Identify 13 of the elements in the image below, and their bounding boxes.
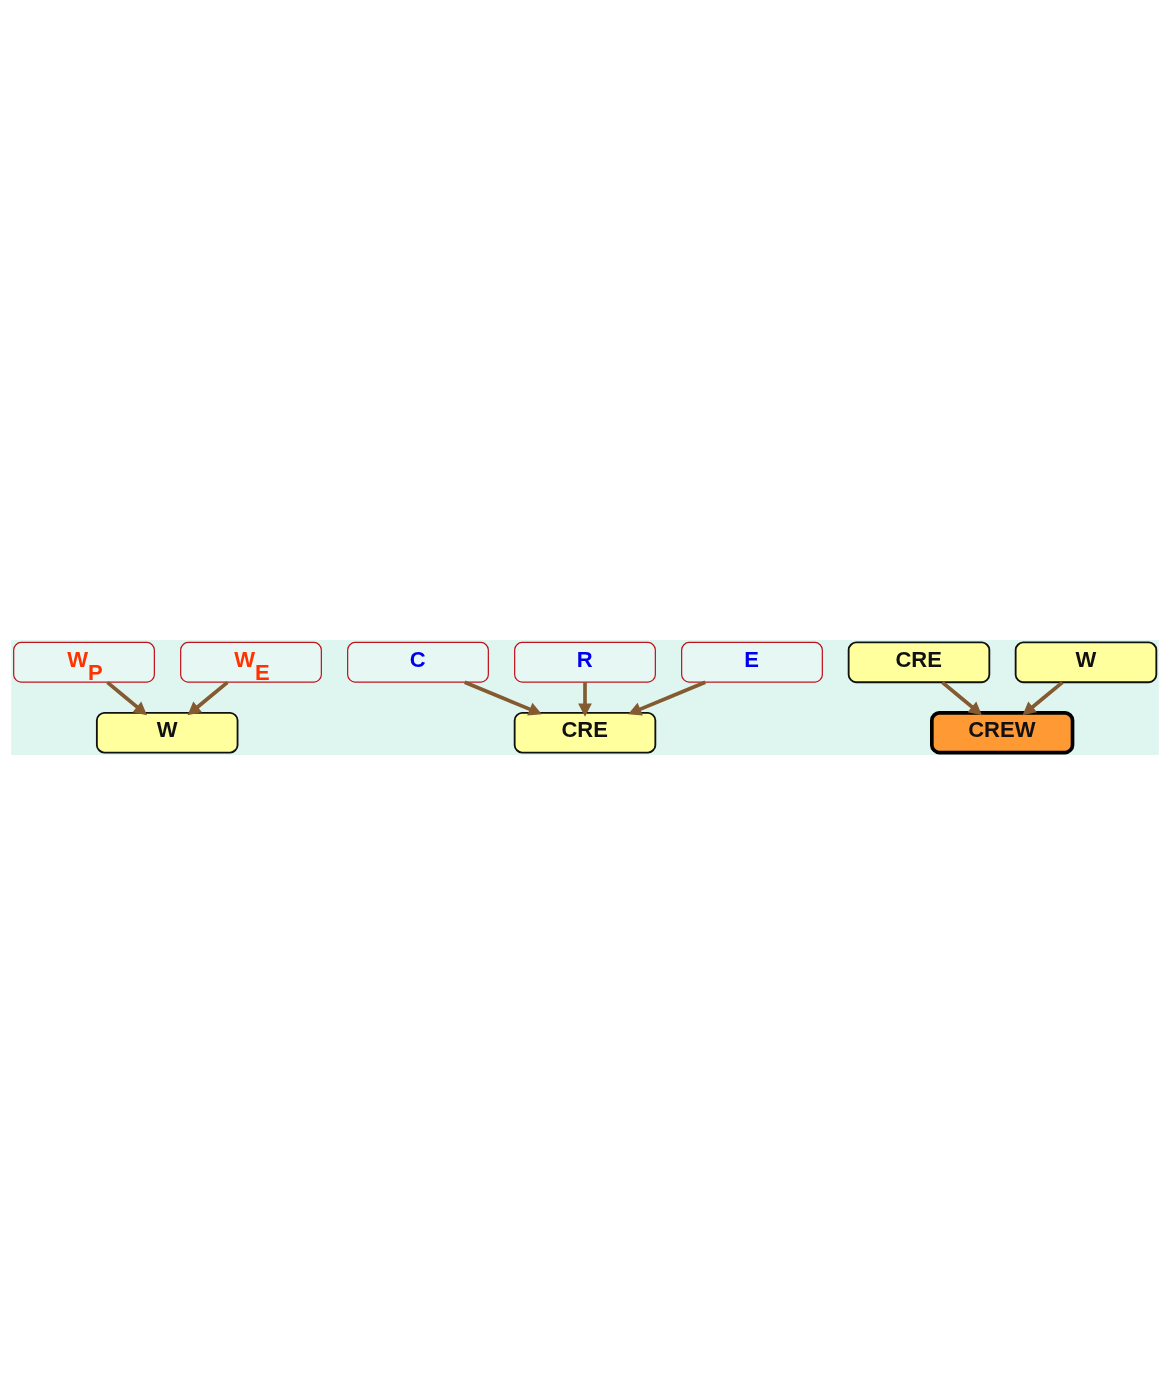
- node-box: CRE: [847, 641, 991, 684]
- node-box: E: [681, 641, 823, 683]
- arrow: [628, 680, 706, 716]
- node-box: W: [1014, 641, 1158, 684]
- arrow: [464, 680, 542, 716]
- arrow: [941, 680, 982, 716]
- node-box: C: [347, 641, 489, 683]
- node-box: R: [514, 641, 656, 683]
- node-box: W: [95, 711, 239, 754]
- arrow: [578, 682, 592, 717]
- node-box: CRE: [513, 711, 657, 754]
- arrow: [1022, 680, 1064, 716]
- node-box: CREW: [930, 710, 1075, 755]
